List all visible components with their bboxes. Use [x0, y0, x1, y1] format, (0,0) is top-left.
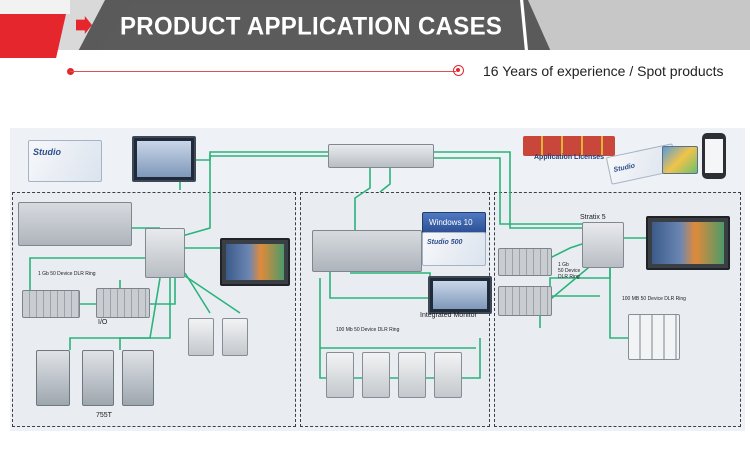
- integrated-monitor-screen: [433, 281, 487, 309]
- compactlogix-controller: [312, 230, 422, 272]
- ring-100mb-label-center: 100 Mb 50 Device DLR Ring: [336, 327, 400, 333]
- label-755t: 755T: [96, 412, 112, 419]
- kinetix-drive-2: [362, 352, 390, 398]
- kinetix-drive-4: [434, 352, 462, 398]
- hmi-screen-left: [226, 244, 284, 280]
- controllogix-chassis: [18, 202, 132, 246]
- io-rack-right-2: [498, 286, 552, 316]
- header-right-panel: [528, 0, 750, 50]
- integrated-monitor-label: Integrated Monitor: [420, 312, 477, 319]
- page-title: PRODUCT APPLICATION CASES: [120, 12, 503, 41]
- io-rack-right-1: [498, 248, 552, 276]
- header-banner: PRODUCT APPLICATION CASES: [0, 0, 750, 58]
- stratix-switch-left: [145, 228, 185, 278]
- windows-10-box: Windows 10: [422, 212, 486, 234]
- subtitle-text: 16 Years of experience / Spot products: [483, 63, 724, 79]
- servo-drive-left-2: [222, 318, 248, 356]
- io-label: I/O: [98, 319, 108, 326]
- ring-1gb-label-left: 1 Gb 50 Device DLR Ring: [38, 271, 96, 277]
- ring-1gb-label-right-3: DLR Ring: [558, 274, 580, 280]
- studio-500-label: Studio 500: [427, 239, 463, 246]
- engineering-monitor: [132, 136, 196, 182]
- header-shine: [520, 0, 528, 50]
- windows-10-label: Windows 10: [429, 218, 473, 227]
- studio-500-box: Studio 500: [422, 232, 486, 266]
- ring-1gb-label-right-1: 1 Gb: [558, 262, 569, 268]
- phone-screen: [705, 139, 723, 173]
- powerflex-755t-drive-2: [82, 350, 114, 406]
- header-white-strip: [0, 0, 70, 14]
- mobile-phone: [702, 133, 726, 179]
- monitor-screen: [137, 141, 191, 177]
- header-red-accent: [0, 14, 66, 58]
- studio-label-left: Studio: [33, 147, 61, 157]
- io-rack-2: [96, 288, 150, 318]
- software-boxes-stack: [662, 146, 698, 174]
- subtitle-target-icon: [453, 65, 464, 76]
- ring-1gb-label-right-2: 50 Device: [558, 268, 581, 274]
- powerflex-755t-drive-3: [122, 350, 154, 406]
- stratix-label: Stratix 5: [580, 214, 606, 221]
- integrated-monitor: [428, 276, 492, 314]
- application-licenses-label: Application Licenses: [534, 154, 605, 161]
- application-license-cards: [523, 136, 615, 156]
- servo-drive-left-1: [188, 318, 214, 356]
- hmi-panel-left: [220, 238, 290, 286]
- io-rack-1: [22, 290, 80, 318]
- kinetix-drive-3: [398, 352, 426, 398]
- arrow-right-icon: [76, 16, 92, 34]
- ring-100mb-label-right: 100 MB 50 Device DLR Ring: [622, 296, 686, 302]
- network-diagram: Studio Application Licenses Studio 1 Gb …: [10, 128, 745, 431]
- subtitle-divider: [70, 71, 456, 72]
- kinetix-drive-group-right: [628, 314, 680, 360]
- kinetix-drive-1: [326, 352, 354, 398]
- core-network-switch: [328, 144, 434, 168]
- studio-label-right: Studio: [613, 162, 636, 174]
- header-title-background: [98, 4, 538, 50]
- studio-software-box-left: Studio: [28, 140, 102, 182]
- powerflex-755t-drive-1: [36, 350, 70, 406]
- hmi-panel-right: [646, 216, 730, 270]
- stratix-switch-right: [582, 222, 624, 268]
- hmi-screen-right: [652, 222, 724, 264]
